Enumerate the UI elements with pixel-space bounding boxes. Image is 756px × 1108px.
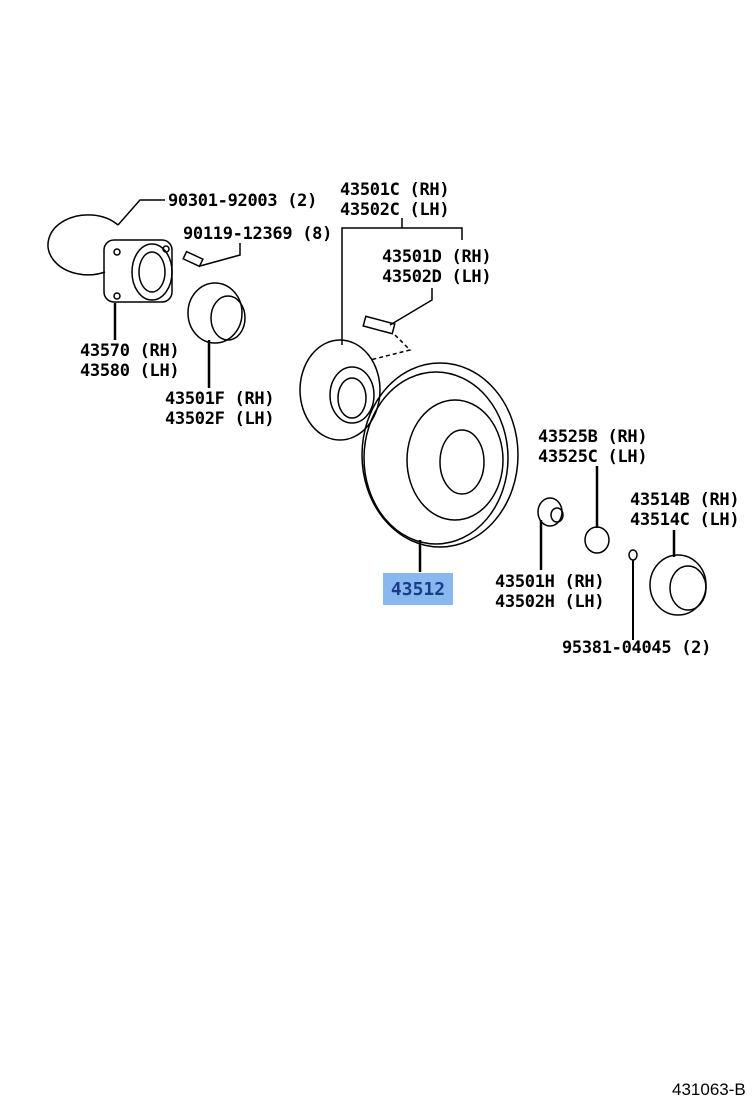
part-label-43514b[interactable]: 43514B (RH)43514C (LH) [630,490,740,530]
part-number-text: 43502D (LH) [382,267,492,287]
part-number-text: 43502H (LH) [495,592,605,612]
axle-hub-drawing [299,218,463,441]
part-number-text: 43525B (RH) [538,427,648,447]
part-label-43501f[interactable]: 43501F (RH)43502F (LH) [165,389,275,429]
hub-bolt-drawing [362,288,433,361]
bearing-housing-drawing [103,239,173,340]
castle-nut-drawing [584,466,610,554]
part-number-text: 43502C (LH) [340,200,450,220]
part-label-43501h[interactable]: 43501H (RH)43502H (LH) [495,572,605,612]
grease-cap-drawing [649,530,707,616]
seal-drawing [187,282,246,388]
part-label-43501c[interactable]: 43501C (RH)43502C (LH) [340,180,450,220]
washer-drawing [537,497,564,570]
part-number-text: 43580 (LH) [80,361,180,381]
o-ring-drawing [47,199,165,276]
part-label-43512-highlighted[interactable]: 43512 [383,573,453,605]
brake-disc-drawing [361,362,519,572]
diagram-code: 431063-B [672,1080,746,1099]
part-number-text: 43525C (LH) [538,447,648,467]
part-number-text: 95381-04045 (2) [562,638,712,658]
part-label-43501d[interactable]: 43501D (RH)43502D (LH) [382,247,492,287]
part-number-text: 43514C (LH) [630,510,740,530]
part-number-text: 43501F (RH) [165,389,275,409]
part-label-43525b[interactable]: 43525B (RH)43525C (LH) [538,427,648,467]
part-label-95381-04045[interactable]: 95381-04045 (2) [562,638,711,658]
part-number-text: 43501H (RH) [495,572,605,592]
part-number-text: 90301-92003 (2) [168,191,318,211]
cotter-pin-drawing [628,549,638,640]
part-number-text: 43570 (RH) [80,341,180,361]
part-label-90119-12369[interactable]: 90119-12369 (8) [183,224,332,244]
part-number-text: 43501C (RH) [340,180,450,200]
part-label-43570[interactable]: 43570 (RH)43580 (LH) [80,341,180,381]
part-number-text: 43514B (RH) [630,490,740,510]
part-number-text: 43501D (RH) [382,247,492,267]
small-bolt-drawing [182,243,241,268]
part-number-text: 43502F (LH) [165,409,275,429]
part-number-text: 90119-12369 (8) [183,224,333,244]
part-label-90301-92003[interactable]: 90301-92003 (2) [168,191,317,211]
